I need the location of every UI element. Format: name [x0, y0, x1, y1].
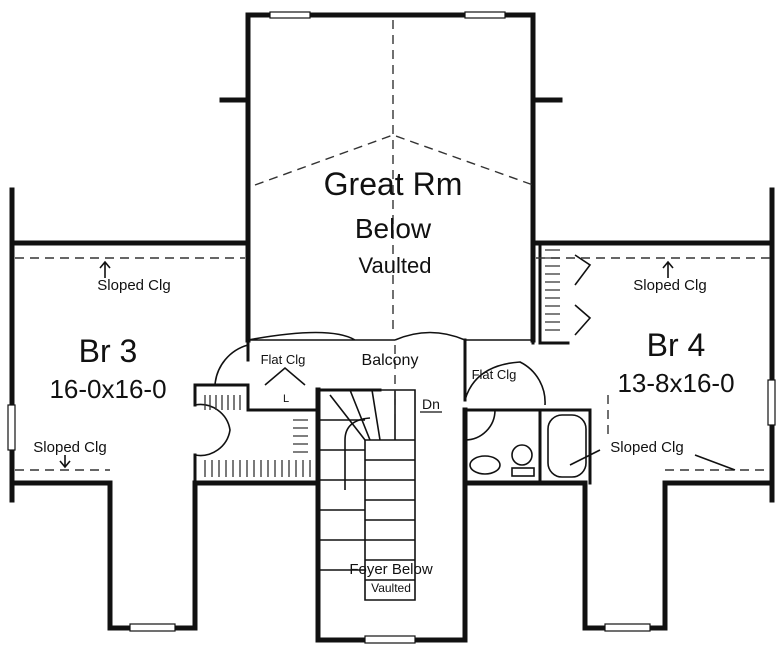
flat-ceiling-left: Flat Clg — [261, 352, 306, 367]
flat-ceiling-right: Flat Clg — [472, 367, 517, 382]
window — [767, 379, 776, 426]
balcony-label: Balcony — [362, 352, 419, 369]
br3-size: 16-0x16-0 — [49, 374, 166, 404]
great-room-label: Great Rm — [324, 166, 463, 202]
stairs — [320, 389, 416, 601]
toilet — [511, 444, 533, 466]
br4-size: 13-8x16-0 — [617, 368, 734, 398]
window — [364, 635, 416, 644]
sloped-ceiling-br3-bottom: Sloped Clg — [33, 439, 106, 456]
bathtub — [547, 414, 587, 478]
linen-label: L — [283, 393, 289, 405]
window — [604, 623, 651, 632]
sink — [469, 455, 501, 475]
window — [129, 623, 176, 632]
labels: Great Rm Below Vaulted Br 3 16-0x16-0 Br… — [33, 166, 734, 595]
sloped-ceiling-br4-top: Sloped Clg — [633, 277, 706, 294]
stair-down-label: Dn — [422, 396, 440, 412]
window — [7, 404, 16, 451]
great-room-vaulted: Vaulted — [359, 253, 432, 278]
foyer-vaulted: Vaulted — [371, 581, 411, 595]
sloped-ceiling-br3-top: Sloped Clg — [97, 277, 170, 294]
br3-label: Br 3 — [79, 333, 138, 369]
exterior-walls — [7, 11, 776, 644]
great-room-below: Below — [355, 213, 432, 244]
window — [269, 11, 311, 19]
br4-label: Br 4 — [647, 327, 706, 363]
ceiling-lines — [15, 20, 770, 471]
foyer-label: Foyer Below — [349, 561, 433, 578]
sloped-ceiling-br4-bottom: Sloped Clg — [610, 439, 683, 456]
window — [464, 11, 506, 19]
